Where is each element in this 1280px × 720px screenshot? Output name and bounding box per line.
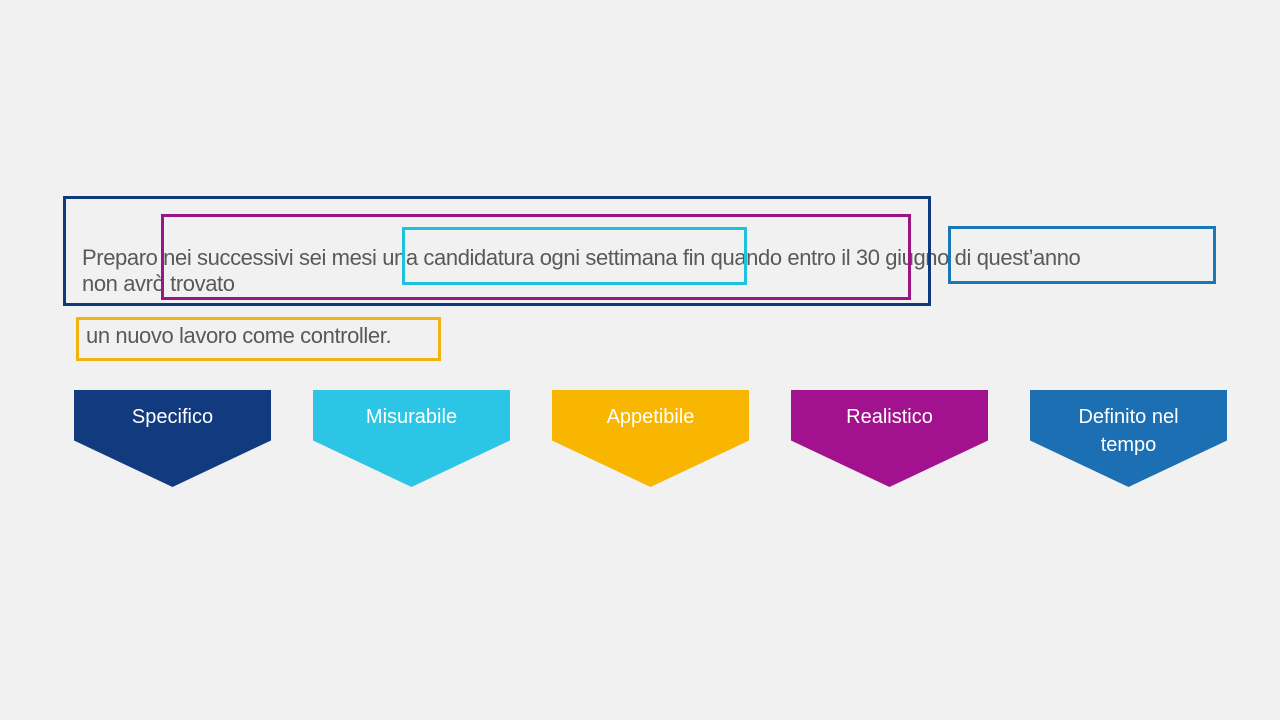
banner-definito-nel-tempo: Definito nel tempo bbox=[1030, 390, 1227, 487]
goal-sentence-line-2: non avrò trovato bbox=[82, 271, 235, 296]
banner-specifico: Specifico bbox=[74, 390, 271, 487]
banner-appetibile-label: Appetibile bbox=[606, 406, 695, 428]
goal-sentence-line-3: un nuovo lavoro come controller. bbox=[86, 323, 392, 348]
goal-sentence-line-1: Preparo nei successivi sei mesi una cand… bbox=[82, 245, 1081, 270]
banner-realistico: Realistico bbox=[791, 390, 988, 487]
banner-misurabile-label: Misurabile bbox=[365, 406, 458, 428]
banner-appetibile: Appetibile bbox=[552, 390, 749, 487]
banner-definito-nel-tempo-label: Definito nel tempo bbox=[1078, 406, 1179, 456]
banner-specifico-label: Specifico bbox=[131, 406, 214, 428]
banner-misurabile: Misurabile bbox=[313, 390, 510, 487]
banner-realistico-label: Realistico bbox=[846, 406, 933, 428]
